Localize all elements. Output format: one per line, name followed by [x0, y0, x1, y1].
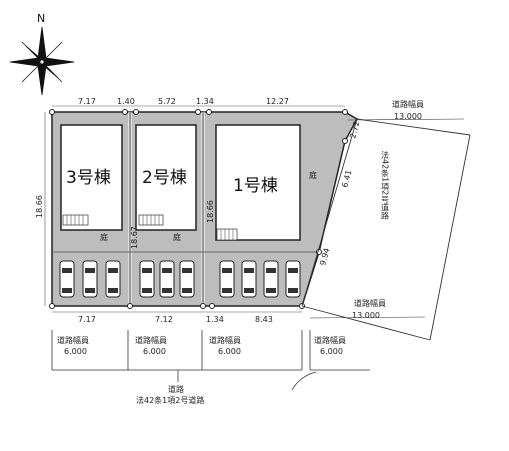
- dim-right-top: 2.72: [348, 120, 361, 140]
- south-road-width-label-3: 道路幅員: [209, 335, 241, 345]
- parked-car-icon: [285, 260, 301, 298]
- dim-bottom-4: 8.43: [255, 315, 273, 324]
- dim-bottom-1: 7.17: [78, 315, 96, 324]
- east-road-top-label: 道路幅員: [392, 99, 424, 109]
- dim-right-low: 9.94: [318, 247, 331, 267]
- south-road-width-value-1: 6.000: [64, 347, 87, 356]
- parked-car-icon: [159, 260, 175, 298]
- north-label: N: [37, 12, 45, 25]
- yard-label-3: 庭: [100, 232, 108, 242]
- south-road-width-value-4: 6.000: [320, 347, 343, 356]
- parking-cars: [59, 260, 301, 298]
- south-road: [51, 330, 370, 391]
- south-road-width-value-2: 6.000: [143, 347, 166, 356]
- parked-car-icon: [241, 260, 257, 298]
- parked-car-icon: [179, 260, 195, 298]
- dim-left: 18.66: [35, 195, 44, 218]
- south-road-width-value-3: 6.000: [218, 347, 241, 356]
- building-2-label: 2号棟: [142, 168, 187, 188]
- yard-label-2: 庭: [173, 232, 181, 242]
- compass-rose-icon: [9, 26, 75, 96]
- parked-car-icon: [59, 260, 75, 298]
- dim-inner-2: 18.67: [130, 226, 139, 249]
- parked-car-icon: [219, 260, 235, 298]
- yard-label-1: 庭: [309, 170, 317, 180]
- dim-bottom-2: 7.12: [155, 315, 173, 324]
- building-3-label: 3号棟: [66, 168, 111, 188]
- south-road-width-label-1: 道路幅員: [57, 335, 89, 345]
- east-road: [301, 118, 471, 341]
- dim-bottom-3: 1.34: [206, 315, 224, 324]
- east-road-type: 法42条1項2号道路: [381, 150, 390, 219]
- dim-top-4: 1.34: [196, 97, 214, 106]
- parked-car-icon: [263, 260, 279, 298]
- south-road-width-label-2: 道路幅員: [135, 335, 167, 345]
- dim-right-mid: 6.41: [340, 169, 353, 189]
- parked-car-icon: [139, 260, 155, 298]
- dim-top-5: 12.27: [266, 97, 289, 106]
- building-1-label: 1号棟: [233, 176, 278, 196]
- north-compass: N: [9, 12, 75, 96]
- building-1-footprint: [215, 124, 301, 241]
- south-road-type: 法42条1項2号道路: [136, 395, 204, 405]
- building-2-footprint: [135, 124, 197, 231]
- dim-top-3: 5.72: [158, 97, 176, 106]
- parked-car-icon: [82, 260, 98, 298]
- dim-inner-1: 18.66: [206, 200, 215, 223]
- dim-top-1: 7.17: [78, 97, 96, 106]
- east-road-top-value: 13.000: [394, 112, 422, 121]
- east-road-bottom-label: 道路幅員: [354, 298, 386, 308]
- south-road-width-label-4: 道路幅員: [314, 335, 346, 345]
- east-road-bottom-value: 13.000: [352, 311, 380, 320]
- south-road-name: 道路: [168, 384, 184, 394]
- building-3-footprint: [60, 124, 123, 231]
- parked-car-icon: [105, 260, 121, 298]
- dim-top-2: 1.40: [117, 97, 135, 106]
